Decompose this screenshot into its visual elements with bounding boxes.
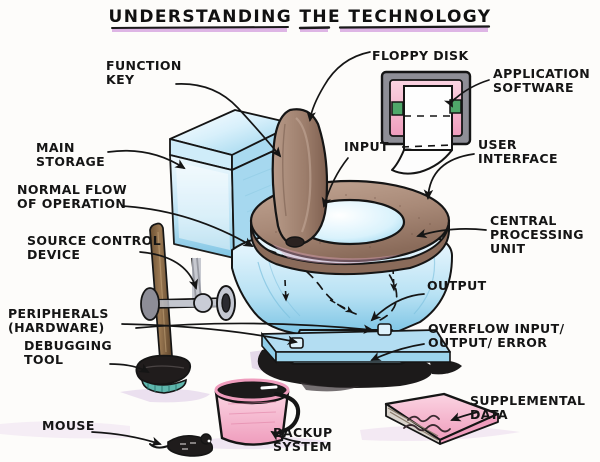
leader-function-key: [175, 83, 282, 158]
leader-cpu: [416, 228, 487, 239]
label-central-processing-unit-line-0: CENTRAL: [490, 213, 557, 228]
title-underline-2: [298, 26, 331, 30]
leader-main-storage: [107, 149, 186, 170]
leader-overflow: [370, 343, 425, 361]
leader-input: [321, 157, 349, 208]
title-underline-3: [338, 25, 491, 29]
label-peripherals-line-1: (HARDWARE): [8, 320, 105, 335]
title-highlight-3: [340, 27, 488, 32]
title-underline-1: [111, 26, 289, 29]
leader-source-control: [139, 251, 199, 290]
page-title-text: UNDERSTANDING THE TECHNOLOGY: [108, 7, 491, 27]
label-overflow: OVERFLOW INPUT/OUTPUT/ ERROR: [428, 321, 565, 350]
label-user-interface-line-1: INTERFACE: [478, 151, 558, 166]
label-main-storage-line-1: STORAGE: [36, 154, 105, 169]
label-application-software-line-0: APPLICATION: [493, 66, 590, 81]
label-output: OUTPUT: [427, 278, 487, 293]
magazine[interactable]: [384, 392, 500, 445]
label-floppy-disk: FLOPPY DISK: [372, 48, 469, 63]
floor-bolt-right[interactable]: [377, 323, 392, 336]
label-normal-flow-line-0: NORMAL FLOW: [17, 182, 127, 197]
label-normal-flow-line-1: OF OPERATION: [17, 196, 126, 211]
title-highlight-2: [300, 27, 328, 32]
leader-application-software: [443, 79, 490, 108]
label-application-software-line-1: SOFTWARE: [493, 80, 574, 95]
leader-user-interface: [423, 153, 475, 200]
label-output-line-0: OUTPUT: [427, 278, 487, 293]
label-backup-system-line-0: BACKUP: [273, 425, 333, 440]
magazine-scribble: [403, 414, 451, 433]
label-overflow-line-0: OVERFLOW INPUT/: [428, 321, 565, 336]
label-function-key-line-0: FUNCTION: [106, 58, 182, 73]
leader-peripherals-2: [135, 322, 374, 334]
shutoff-valve[interactable]: [140, 257, 236, 321]
leader-supplemental-data: [450, 411, 479, 422]
label-central-processing-unit-line-1: PROCESSING: [490, 227, 584, 242]
label-user-interface-line-0: USER: [478, 137, 517, 152]
leader-backup-system: [270, 430, 301, 443]
floor-bolt-left[interactable]: [289, 337, 304, 349]
label-backup-system-line-1: SYSTEM: [273, 439, 332, 454]
label-source-control-device-line-1: DEVICE: [27, 247, 80, 262]
leader-lines: [91, 51, 490, 446]
label-floppy-disk-line-0: FLOPPY DISK: [372, 48, 469, 63]
page-title: UNDERSTANDING THE TECHNOLOGY: [108, 7, 491, 32]
title-highlight-1: [112, 27, 287, 32]
label-debugging-tool-line-0: DEBUGGING: [24, 338, 112, 353]
label-debugging-tool-line-1: TOOL: [24, 352, 63, 367]
label-peripherals: PERIPHERALS(HARDWARE): [8, 306, 109, 335]
leader-output: [370, 293, 425, 322]
label-function-key-line-1: KEY: [106, 72, 135, 87]
label-input-line-0: INPUT: [344, 139, 389, 154]
label-mouse-line-0: MOUSE: [42, 418, 95, 433]
label-overflow-line-1: OUTPUT/ ERROR: [428, 335, 547, 350]
label-input: INPUT: [344, 139, 389, 154]
toilet-lid[interactable]: [271, 108, 329, 248]
label-source-control-device-line-0: SOURCE CONTROL: [27, 233, 161, 248]
leader-normal-flow: [121, 205, 254, 247]
leader-mouse: [91, 431, 162, 446]
paper-roll[interactable]: [380, 70, 472, 175]
label-supplemental-data-line-0: SUPPLEMENTAL: [470, 393, 585, 408]
bucket[interactable]: [214, 378, 301, 446]
label-central-processing-unit-line-2: UNIT: [490, 241, 525, 256]
spindle-tab-left[interactable]: [391, 101, 404, 116]
label-mouse: MOUSE: [42, 418, 95, 433]
leader-floppy-disk: [306, 51, 371, 122]
label-supplemental-data-line-1: DATA: [470, 407, 508, 422]
label-peripherals-line-0: PERIPHERALS: [8, 306, 109, 321]
label-main-storage-line-0: MAIN: [36, 140, 75, 155]
leader-peripherals: [121, 323, 298, 345]
leader-debugging-tool: [109, 363, 150, 373]
